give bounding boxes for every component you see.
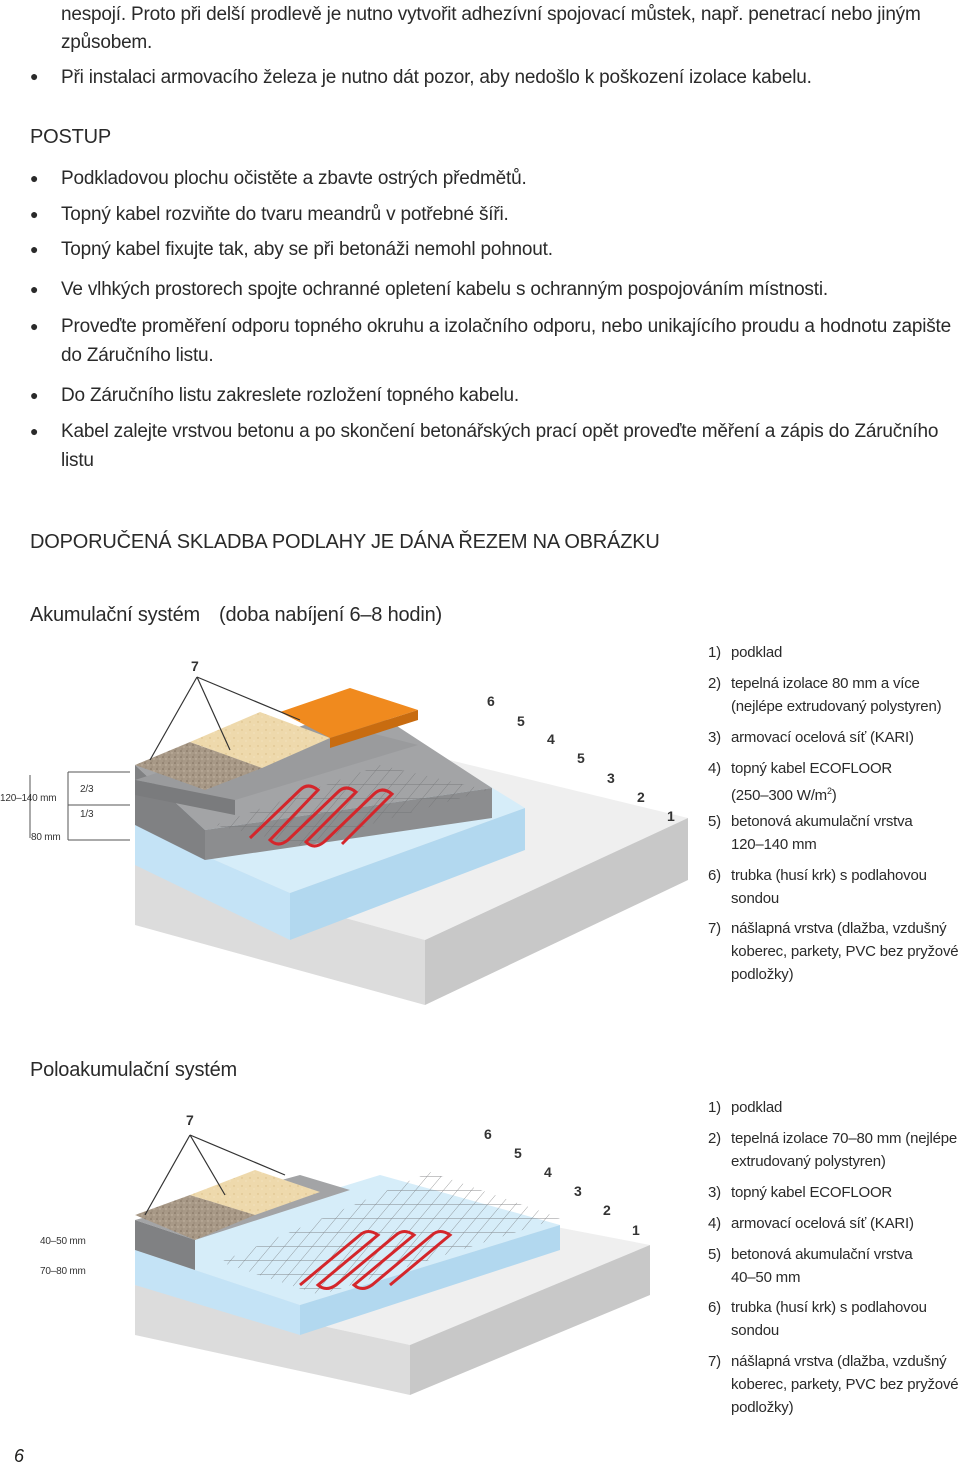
heating-cable [299,1230,453,1290]
postup-item-2: Topný kabel rozviňte do tvaru meandrů v … [61,204,509,225]
postup-item-1: Podkladovou plochu očistěte a zbavte ost… [61,168,527,189]
callout-7: 7 [186,1112,194,1128]
page-number: 6 [14,1446,25,1466]
legend1-item-7: 7)nášlapná vrstva (dlažba, vzdušný kober… [708,920,959,983]
section-title: DOPORUČENÁ SKLADBA PODLAHY JE DÁNA ŘEZEM… [30,531,660,553]
callout-6: 6 [487,693,495,709]
postup-item-3: Topný kabel fixujte tak, aby se při beto… [61,239,553,260]
postup-item-5: Proveďte proměření odporu topného okruhu… [61,316,951,337]
dim-top: 40–50 mm [40,1236,86,1247]
legend2-item-1: 1)podklad [708,1099,783,1116]
bullet-dot: ● [30,241,39,257]
bullet-dot: ● [30,423,39,439]
dim-fraction-bottom: 1/3 [80,809,94,820]
layer-concrete-upper-front [135,780,235,815]
legend2-item-2: 2)tepelná izolace 70–80 mm (nejlépe extr… [708,1130,958,1170]
legend1-item-5: 5)betonová akumulační vrstva 120–140 mm [708,813,913,853]
postup-heading: POSTUP [30,126,112,148]
layer-insulation-side [300,1225,560,1335]
system2-title: Poloakumulační systém [30,1059,238,1081]
legend1-item-4: 4)topný kabel ECOFLOOR(250–300 W/m2) [708,760,893,804]
postup-item-7-cont: listu [61,450,94,471]
callout-5b: 5 [577,750,585,766]
system1-subtitle: (doba nabíjení 6–8 hodin) [219,604,442,626]
dimension-bracket [29,771,130,841]
intro-bullet-1: Při instalaci armovacího železa je nutno… [61,67,812,88]
legend2-item-7: 7)nášlapná vrstva (dlažba, vzdušný kober… [708,1353,959,1416]
layer-concrete-front [135,1220,195,1270]
finish-wood [190,712,330,768]
layer-base-side [410,1245,650,1395]
callout-lines [144,1134,286,1216]
callout-7: 7 [191,658,199,674]
dim-bottom: 70–80 mm [40,1266,86,1277]
legend2-item-5: 5)betonová akumulační vrstva 40–50 mm [708,1246,913,1286]
postup-item-7: Kabel zalejte vrstvou betonu a po skonče… [61,421,939,442]
layer-insulation-front [135,825,290,940]
postup-item-4: Ve vlhkých prostorech spojte ochranné op… [61,279,828,300]
callout-4: 4 [547,731,555,747]
callout-5: 5 [517,713,525,729]
finish-tile-edge [330,710,418,748]
callout-lines [149,676,301,761]
legend2-item-3: 3)topný kabel ECOFLOOR [708,1184,893,1201]
bullet-dot: ● [30,387,39,403]
diagram-akumulacni [29,676,688,1005]
legend1-item-3: 3)armovací ocelová síť (KARI) [708,729,914,746]
bullet-dot: ● [30,206,39,222]
legend2-item-4: 4)armovací ocelová síť (KARI) [708,1215,914,1232]
intro-line-1: nespojí. Proto při delší prodlevě je nut… [61,4,921,25]
dim-insulation: 80 mm [31,832,61,843]
callout-4: 4 [544,1164,552,1180]
legend1-item-2: 2)tepelná izolace 80 mm a více (nejlépe … [708,675,942,715]
postup-item-6: Do Záručního listu zakreslete rozložení … [61,385,519,406]
dim-fraction-top: 2/3 [80,784,94,795]
layer-insulation-front [135,1250,300,1335]
postup-item-5-cont: do Záručního listu. [61,345,214,366]
mesh-kari [220,1172,560,1295]
finish-sand [135,1195,255,1240]
layer-base-side [425,818,688,1005]
callout-6: 6 [484,1126,492,1142]
bullet-dot: ● [30,281,39,297]
callout-3: 3 [607,770,615,786]
callout-5: 5 [514,1145,522,1161]
callout-2: 2 [603,1202,611,1218]
legend1-item-6: 6)trubka (husí krk) s podlahovou sondou [708,867,927,907]
legend1-item-1: 1)podklad [708,644,783,661]
bullet-dot: ● [30,318,39,334]
callout-1: 1 [667,808,675,824]
finish-tile [280,688,418,738]
finish-sand [135,742,262,790]
legend2-item-6: 6)trubka (husí krk) s podlahovou sondou [708,1299,927,1339]
diagram-poloakumulacni [135,1134,650,1395]
system1-title: Akumulační systém [30,604,200,626]
heating-cable [248,784,395,848]
finish-wood [190,1170,320,1215]
bullet-dot: ● [30,170,39,186]
layer-insulation-side [290,808,525,940]
callout-3: 3 [574,1183,582,1199]
callout-2: 2 [637,789,645,805]
dim-total: 120–140 mm [0,793,57,804]
callout-1: 1 [632,1222,640,1238]
bullet-dot: ● [30,68,39,84]
layer-base-front [135,1285,410,1395]
intro-line-2: způsobem. [61,32,153,53]
